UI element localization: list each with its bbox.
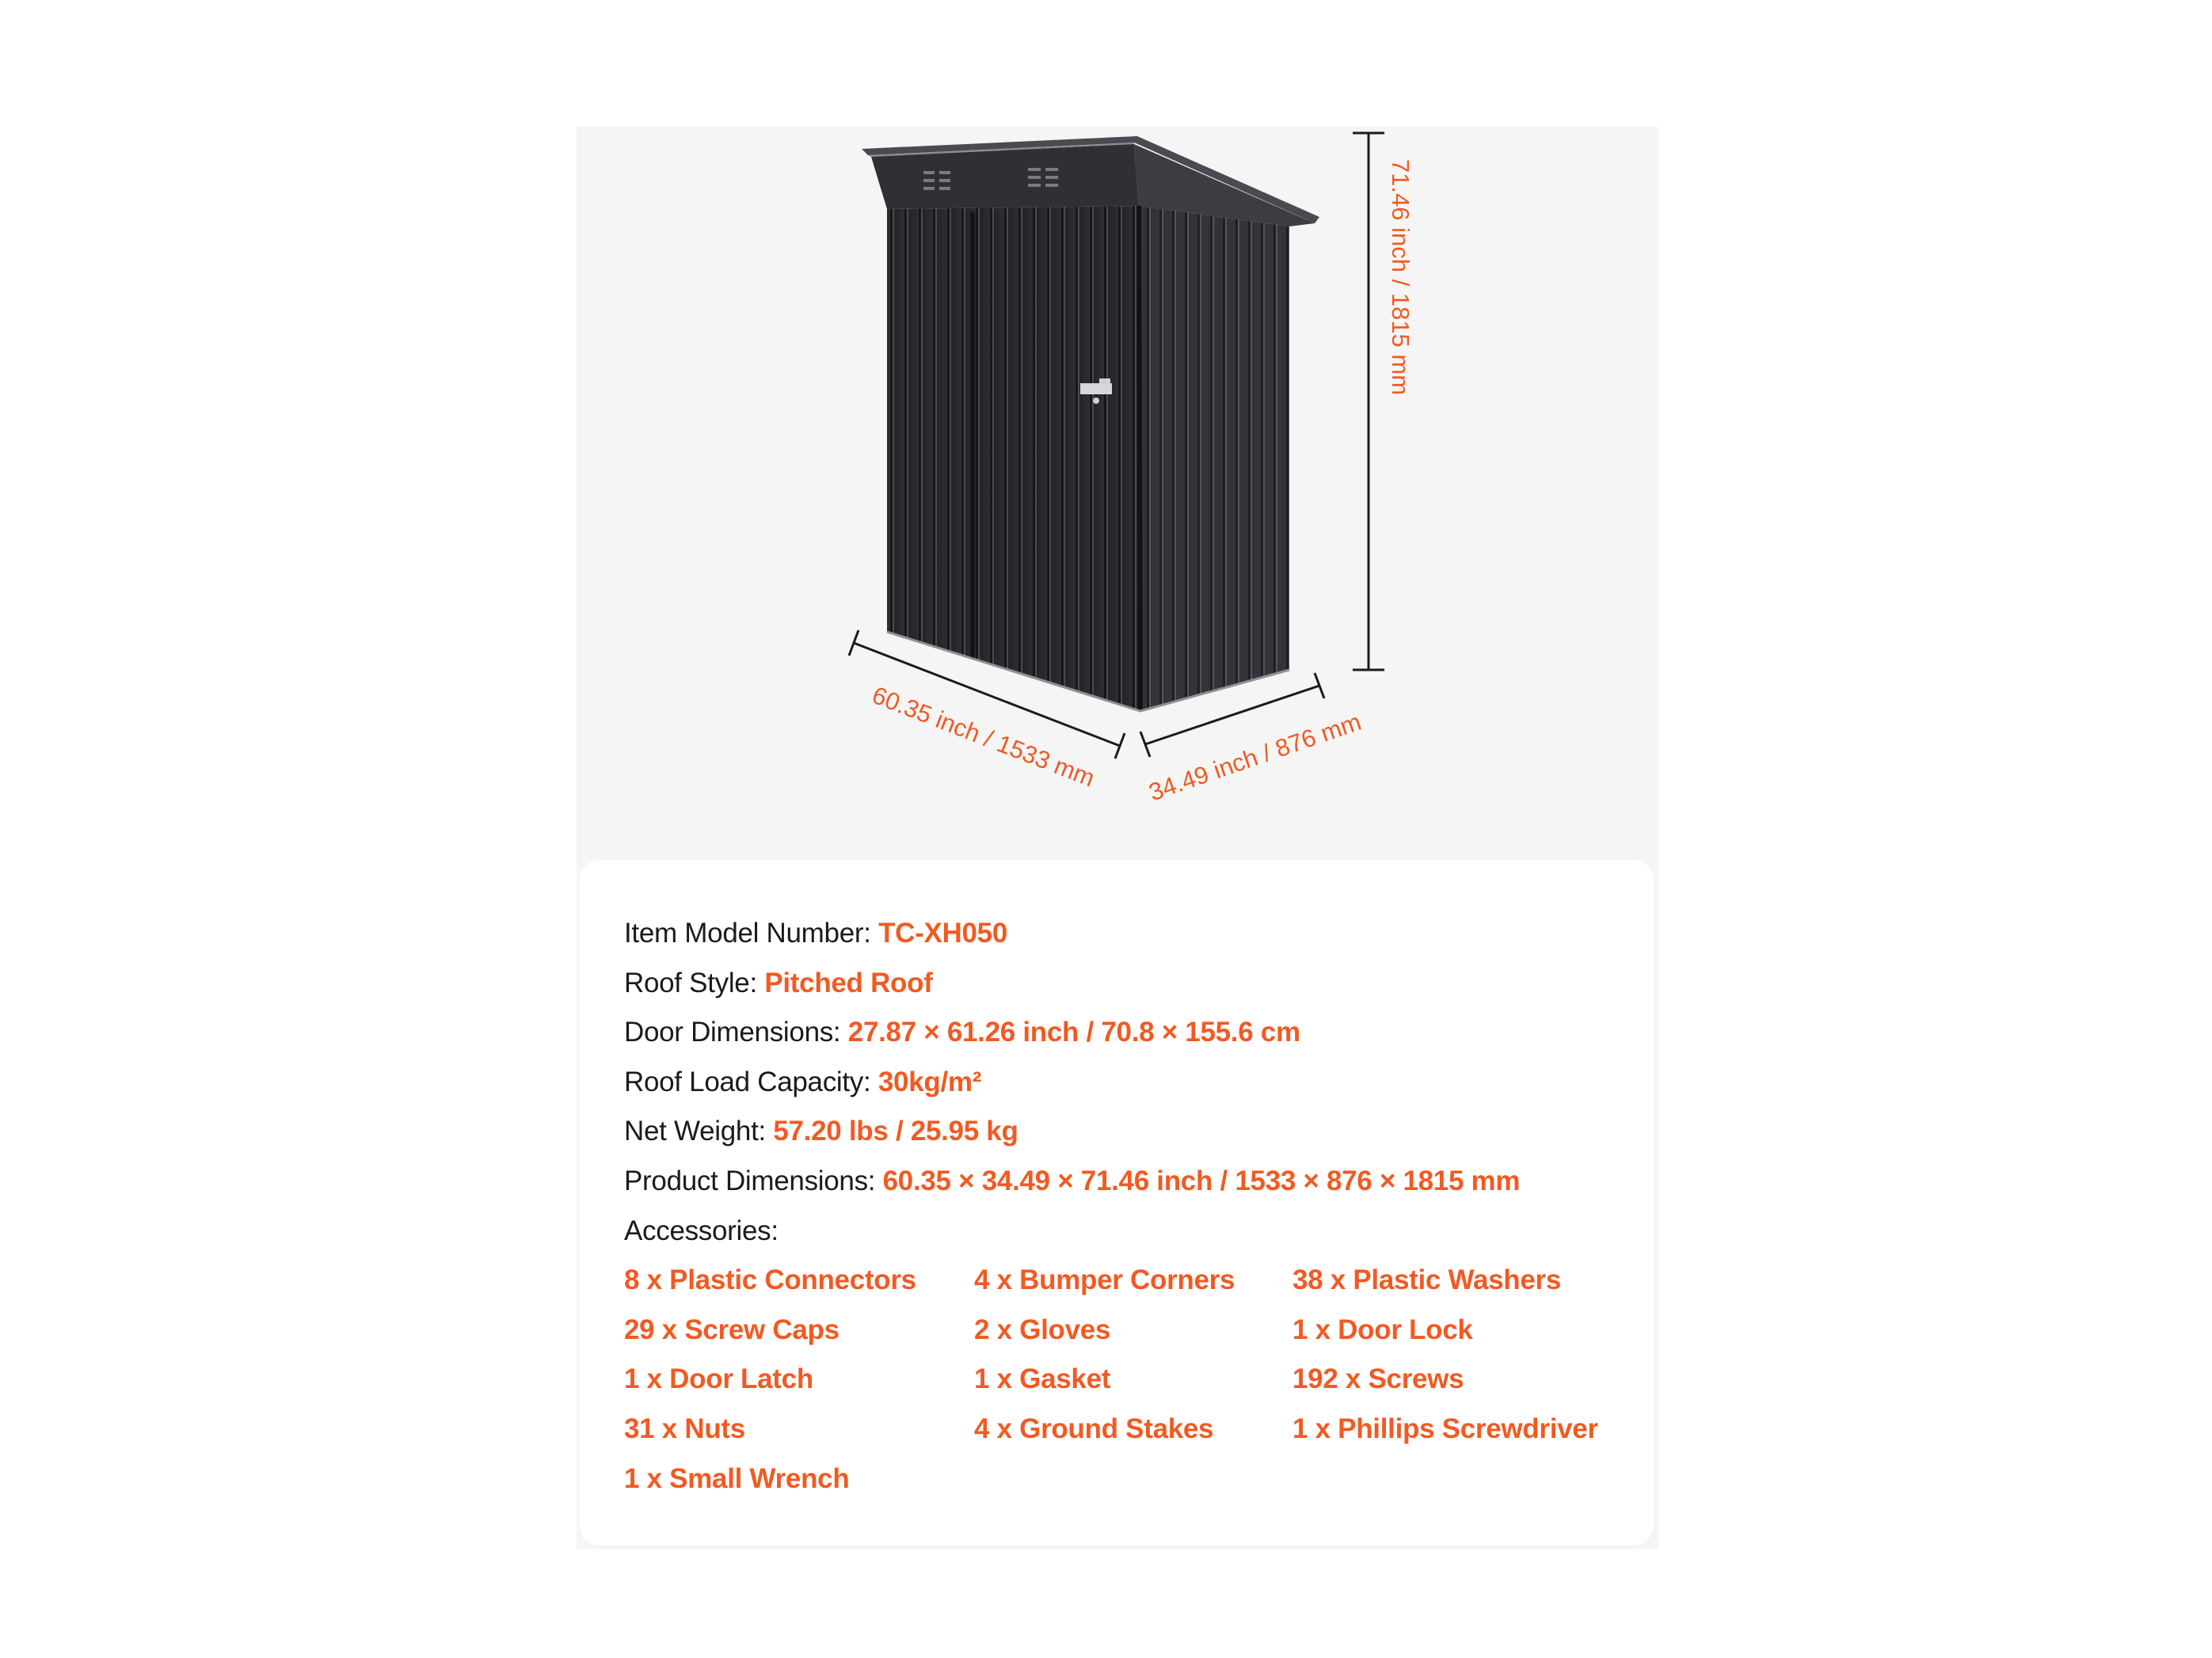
spec-card: Item Model Number: TC-XH050 Roof Style: … bbox=[580, 860, 1654, 1546]
accessory-item: 1 x Gasket bbox=[974, 1363, 1111, 1395]
accessory-item: 4 x Bumper Corners bbox=[974, 1264, 1235, 1296]
door-lock-icon bbox=[1080, 378, 1112, 404]
accessory-item: 38 x Plastic Washers bbox=[1293, 1264, 1562, 1296]
shed-side-wall bbox=[1139, 206, 1289, 711]
shed-roof bbox=[862, 136, 1319, 226]
spec-value: 27.87 × 61.26 inch / 70.8 × 155.6 cm bbox=[847, 1017, 1300, 1048]
product-info-panel: 71.46 inch / 1815 mm 60.35 inch / 1533 m… bbox=[577, 127, 1658, 1549]
accessory-item: 29 x Screw Caps bbox=[624, 1314, 839, 1345]
height-dimension-label: 71.46 inch / 1815 mm bbox=[1387, 159, 1414, 395]
length-dimension-label: 60.35 inch / 1533 mm bbox=[868, 681, 1098, 792]
accessories-list: 8 x Plastic Connectors 4 x Bumper Corner… bbox=[624, 1256, 1609, 1504]
height-dimension-line bbox=[1353, 131, 1384, 671]
shed-front-wall bbox=[887, 206, 1140, 711]
accessory-item: 8 x Plastic Connectors bbox=[624, 1264, 916, 1296]
spec-label: Roof Style: bbox=[624, 967, 765, 998]
shed-diagram: 71.46 inch / 1815 mm 60.35 inch / 1533 m… bbox=[847, 131, 1414, 807]
accessories-heading: Accessories: bbox=[624, 1215, 779, 1246]
accessory-item: 1 x Door Latch bbox=[624, 1363, 813, 1395]
accessory-item: 192 x Screws bbox=[1293, 1363, 1464, 1395]
length-dimension-line bbox=[847, 629, 1126, 759]
vent-icon bbox=[923, 168, 1058, 190]
accessory-item: 31 x Nuts bbox=[624, 1413, 745, 1444]
spec-label: Item Model Number: bbox=[624, 918, 879, 949]
spec-label: Net Weight: bbox=[624, 1116, 774, 1147]
spec-row-roof-style: Roof Style: Pitched Roof bbox=[624, 959, 1609, 1009]
depth-dimension-line bbox=[1139, 672, 1326, 758]
spec-value: 57.20 lbs / 25.95 kg bbox=[773, 1116, 1018, 1147]
shed-illustration: 71.46 inch / 1815 mm 60.35 inch / 1533 m… bbox=[577, 127, 1658, 847]
accessory-item: 2 x Gloves bbox=[974, 1314, 1111, 1345]
spec-value: 60.35 × 34.49 × 71.46 inch / 1533 × 876 … bbox=[882, 1165, 1521, 1196]
accessory-item: 1 x Small Wrench bbox=[624, 1462, 850, 1494]
accessory-item: 1 x Phillips Screwdriver bbox=[1293, 1413, 1598, 1444]
spec-label: Roof Load Capacity: bbox=[624, 1066, 878, 1097]
spec-label: Product Dimensions: bbox=[624, 1165, 883, 1196]
spec-value: TC-XH050 bbox=[878, 918, 1008, 949]
spec-row-model: Item Model Number: TC-XH050 bbox=[624, 909, 1609, 959]
depth-dimension-label: 34.49 inch / 876 mm bbox=[1145, 708, 1365, 807]
spec-row-door-dimensions: Door Dimensions: 27.87 × 61.26 inch / 70… bbox=[624, 1008, 1609, 1058]
spec-value: 30kg/m² bbox=[878, 1066, 982, 1097]
spec-row-roof-load: Roof Load Capacity: 30kg/m² bbox=[624, 1058, 1609, 1108]
spec-label: Door Dimensions: bbox=[624, 1017, 848, 1048]
spec-row-net-weight: Net Weight: 57.20 lbs / 25.95 kg bbox=[624, 1107, 1609, 1157]
spec-row-product-dimensions: Product Dimensions: 60.35 × 34.49 × 71.4… bbox=[624, 1157, 1609, 1207]
accessory-item: 4 x Ground Stakes bbox=[974, 1413, 1214, 1444]
spec-value: Pitched Roof bbox=[764, 967, 933, 998]
accessory-item: 1 x Door Lock bbox=[1293, 1314, 1473, 1345]
